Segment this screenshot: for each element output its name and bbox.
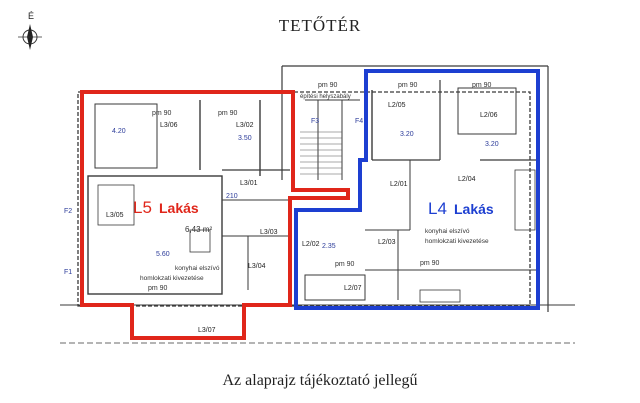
room-tag-l3-02: L3/02 — [236, 122, 254, 129]
apartment-l4-outline — [294, 69, 540, 310]
apartment-l5-word: Lakás — [159, 200, 199, 216]
dimension-label: 3.20 — [485, 141, 499, 148]
room-tag-l2-03: L2/03 — [378, 239, 396, 246]
apartment-l4-word: Lakás — [454, 201, 494, 217]
room-tag-l2-04: L2/04 — [458, 176, 476, 183]
ceiling-height-label: pm 90 — [148, 285, 168, 292]
apartment-l4-code: L4 — [428, 199, 447, 218]
ceiling-height-label: pm 90 — [335, 261, 355, 268]
dimension-label: 2.35 — [322, 243, 336, 250]
building-walls — [60, 65, 575, 344]
apartment-l5-outline — [80, 90, 350, 340]
window-tag: F2 — [64, 208, 72, 215]
dimension-label: 3.50 — [238, 135, 252, 142]
ceiling-height-label: pm 90 — [472, 82, 492, 89]
room-tag-l2-05: L2/05 — [388, 102, 406, 109]
area-label: 6,43 m² — [185, 225, 212, 234]
room-tag-l2-07: L2/07 — [344, 285, 362, 292]
ceiling-height-label: pm 90 — [318, 82, 338, 89]
regulation-note: építési helyszabály — [300, 94, 351, 100]
ceiling-height-label: pm 90 — [398, 82, 418, 89]
room-tag-l3-01: L3/01 — [240, 180, 258, 187]
kitchen-hood-note: konyhai elszívó — [175, 265, 220, 272]
window-tag: F3 — [311, 118, 319, 125]
window-tag: F4 — [355, 118, 363, 125]
room-tag-l2-01: L2/01 — [390, 181, 408, 188]
compass-north-label: É — [28, 11, 34, 21]
apartment-l5-code: L5 — [133, 198, 152, 217]
room-tag-l3-07: L3/07 — [198, 327, 216, 334]
staircase — [300, 131, 342, 175]
window-tag: F1 — [64, 269, 72, 276]
dimension-label: 210 — [226, 193, 238, 200]
room-tag-l3-05: L3/05 — [106, 212, 124, 219]
ceiling-height-label: pm 90 — [218, 110, 238, 117]
room-tag-l2-06: L2/06 — [480, 112, 498, 119]
ceiling-height-label: pm 90 — [152, 110, 172, 117]
dimension-label: 4.20 — [112, 128, 126, 135]
room-tag-l3-06: L3/06 — [160, 122, 178, 129]
disclaimer-caption: Az alaprajz tájékoztató jellegű — [222, 372, 418, 389]
kitchen-hood-note: konyhai elszívó — [425, 228, 470, 235]
room-tag-l3-03: L3/03 — [260, 229, 278, 236]
dimension-label: 5.60 — [156, 251, 170, 258]
facade-outlet-note: homlokzati kivezetése — [140, 275, 204, 282]
ceiling-height-label: pm 90 — [420, 260, 440, 267]
dimension-label: 3.20 — [400, 131, 414, 138]
facade-outlet-note: homlokzati kivezetése — [425, 238, 489, 245]
compass-icon: É — [18, 11, 42, 50]
room-tag-l2-02: L2/02 — [302, 241, 320, 248]
room-tag-l3-04: L3/04 — [248, 263, 266, 270]
page-title: TETŐTÉR — [278, 16, 362, 35]
